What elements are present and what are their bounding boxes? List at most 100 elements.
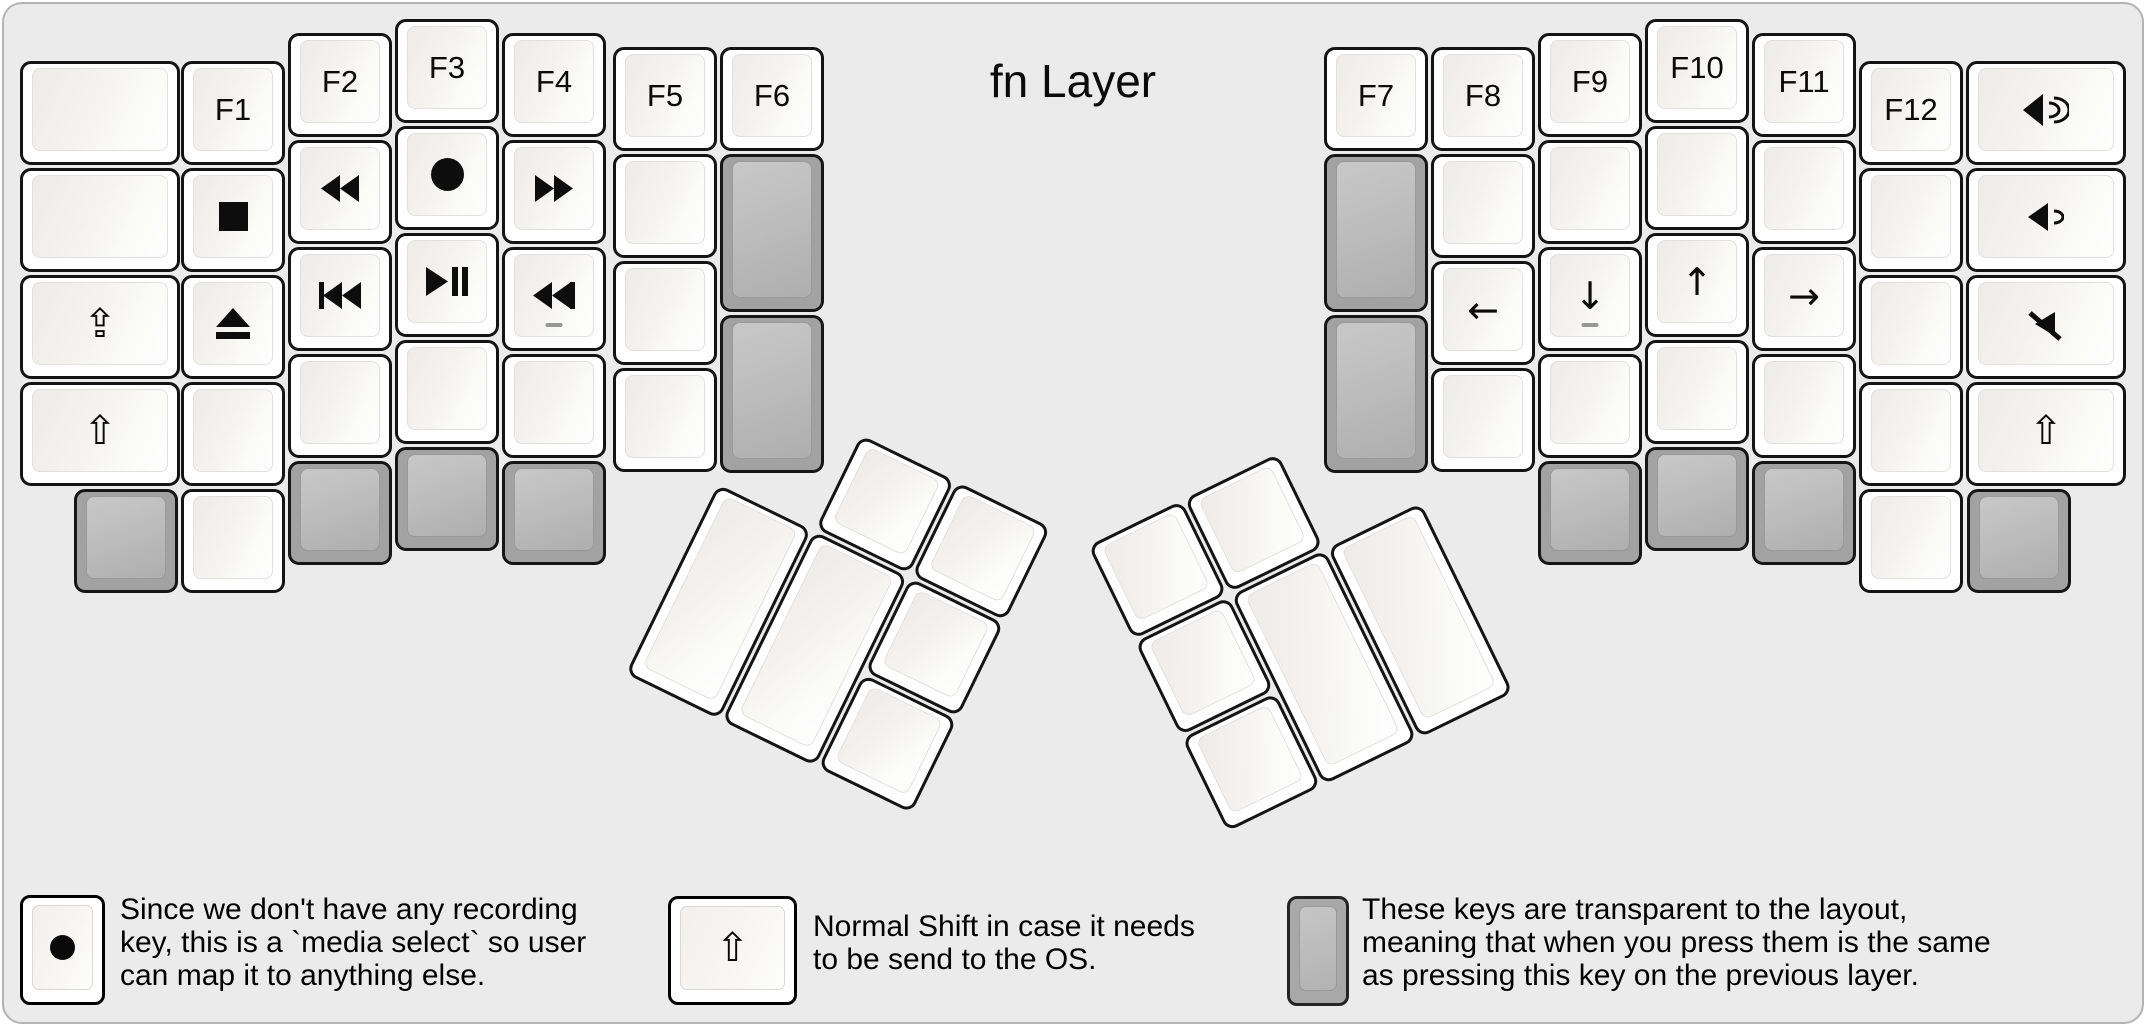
page-title: fn Layer [989,55,1157,107]
transparent-key-cap [1299,906,1337,991]
keycap-surface [1101,511,1211,622]
homing-bar [1581,323,1599,327]
key-blank-l-c1-r4[interactable] [181,382,285,486]
keycap-surface [1871,175,1951,258]
key-f1[interactable]: F1 [181,61,285,165]
keycap-surface [1443,375,1523,458]
key-blank-l-c5-r2[interactable] [613,154,717,258]
key-caps-lock[interactable]: ⇪ [20,275,180,379]
key-f10[interactable]: F10 [1645,19,1749,123]
key-transparent-r-c7-t1[interactable] [1324,154,1428,312]
key-record[interactable] [395,126,499,230]
keycap-surface [514,361,594,444]
mute-icon [2027,307,2065,341]
key-transparent-l-r5-3[interactable] [288,461,392,565]
next-track-icon [533,282,575,309]
key-blank-l-c0-r2[interactable] [20,168,180,272]
key-blank-l-c0-r1[interactable] [20,61,180,165]
key-volume-down[interactable] [1966,168,2126,272]
keycap-surface: F12 [1871,68,1951,151]
shift-arrow-icon: ⇧ [715,925,750,971]
key-blank-r-c11-r2[interactable] [1752,140,1856,244]
key-blank-r-c12-r4[interactable] [1859,382,1963,486]
arrow-left-glyph: ← [1467,287,1499,332]
key-fast-forward[interactable] [502,140,606,244]
key-eject[interactable] [181,275,285,379]
keycap-surface [625,268,705,351]
key-blank-r-c12-r3[interactable] [1859,275,1963,379]
key-transparent-l-c6-t1[interactable] [720,154,824,312]
key-f3[interactable]: F3 [395,19,499,123]
keycap-surface [193,282,273,365]
key-shift-right[interactable]: ⇧ [1966,382,2126,486]
key-blank-l-c2-r4[interactable] [288,354,392,458]
key-blank-l-c4-r4[interactable] [502,354,606,458]
key-transparent-r-r5-5[interactable] [1967,489,2071,593]
key-blank-r-c10-r4[interactable] [1645,340,1749,444]
homing-bar [545,323,563,327]
key-transparent-r-r5-2[interactable] [1645,447,1749,551]
transparent-key-icon [1287,896,1349,1006]
keycap-surface: ↓ [1550,254,1630,337]
key-f5[interactable]: F5 [613,47,717,151]
key-play-pause[interactable] [395,233,499,337]
keycap-surface [1871,389,1951,472]
key-prev-track[interactable] [288,247,392,351]
key-arrow-down[interactable]: ↓ [1538,247,1642,351]
caps-lock-glyph: ⇪ [83,300,117,347]
keycap-surface [407,240,487,323]
key-f2[interactable]: F2 [288,33,392,137]
key-label: F11 [1778,63,1830,99]
key-f9[interactable]: F9 [1538,33,1642,137]
key-blank-r-c12-r2[interactable] [1859,168,1963,272]
key-rewind[interactable] [288,140,392,244]
key-blank-l-c5-r3[interactable] [613,261,717,365]
record-dot-icon [50,935,75,960]
key-blank-r-c10-r2[interactable] [1645,126,1749,230]
key-blank-r-r5-4[interactable] [1859,489,1963,593]
keycap-surface: F9 [1550,40,1630,123]
key-f12[interactable]: F12 [1859,61,1963,165]
keycap-surface [32,175,168,258]
key-f11[interactable]: F11 [1752,33,1856,137]
key-volume-up[interactable] [1966,61,2126,165]
key-f7[interactable]: F7 [1324,47,1428,151]
key-mute[interactable] [1966,275,2126,379]
key-f4[interactable]: F4 [502,33,606,137]
key-transparent-l-r5-1[interactable] [74,489,178,593]
key-arrow-right[interactable]: → [1752,247,1856,351]
key-transparent-l-r5-4[interactable] [395,447,499,551]
key-blank-l-r5-2[interactable] [181,489,285,593]
key-blank-r-c9-r4[interactable] [1538,354,1642,458]
key-blank-l-c3-r4[interactable] [395,340,499,444]
keycap-surface [1978,282,2114,365]
keycap-surface [407,133,487,216]
key-blank-r-c9-r2[interactable] [1538,140,1642,244]
key-blank-l-c5-r4[interactable] [613,368,717,472]
keycap-surface [193,496,273,579]
key-arrow-up[interactable]: ↑ [1645,233,1749,337]
key-blank-r-c11-r4[interactable] [1752,354,1856,458]
key-blank-r-c8-r2[interactable] [1431,154,1535,258]
legend-record-text: Since we don't have any recording key, t… [120,893,587,992]
keycap-surface [732,161,812,298]
key-arrow-left[interactable]: ← [1431,261,1535,365]
key-shift-left[interactable]: ⇧ [20,382,180,486]
key-f8[interactable]: F8 [1431,47,1535,151]
key-transparent-l-c6-t2[interactable] [720,315,824,473]
shift-key-icon: ⇧ [668,896,797,1005]
key-transparent-r-c7-t2[interactable] [1324,315,1428,473]
key-f6[interactable]: F6 [720,47,824,151]
keycap-surface [1764,147,1844,230]
fast-forward-icon [535,175,573,202]
keycap-surface [193,389,273,472]
keycap-surface [1198,465,1307,575]
key-blank-r-c8-r4[interactable] [1431,368,1535,472]
keycap-surface [1764,468,1844,551]
key-stop[interactable] [181,168,285,272]
key-transparent-r-r5-1[interactable] [1538,461,1642,565]
key-transparent-l-r5-5[interactable] [502,461,606,565]
keycap-surface: F7 [1336,54,1416,137]
key-transparent-r-r5-3[interactable] [1752,461,1856,565]
key-next-track[interactable] [502,247,606,351]
